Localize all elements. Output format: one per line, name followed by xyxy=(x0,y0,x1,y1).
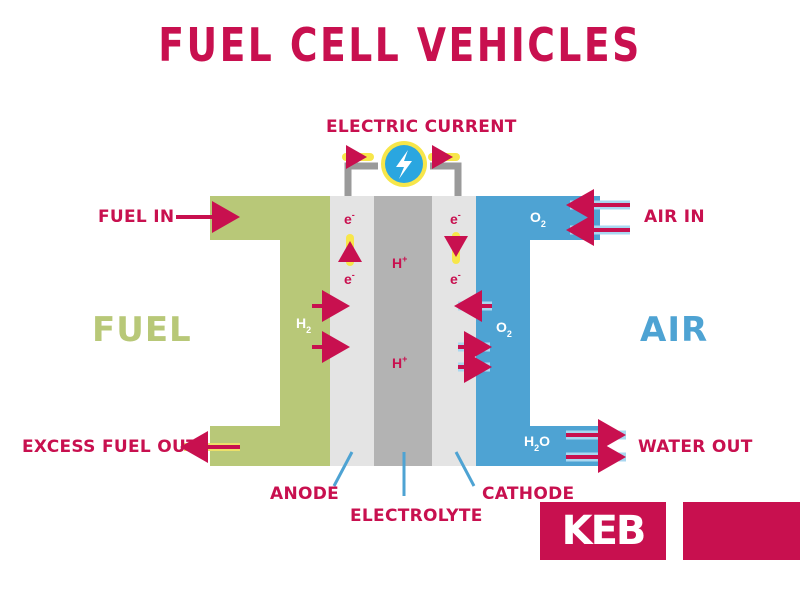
water-out-label: WATER OUT xyxy=(638,437,753,457)
electron-label-anode-bottom: e- xyxy=(344,270,355,287)
electron-label-cathode-top: e- xyxy=(450,210,461,227)
electrolyte-layer xyxy=(374,196,432,466)
excess-fuel-out-label: EXCESS FUEL OUT xyxy=(22,437,198,457)
cathode-label: CATHODE xyxy=(482,484,575,504)
fuel-in-label: FUEL IN xyxy=(98,207,175,227)
fuel-channel xyxy=(210,196,330,466)
air-in-label: AIR IN xyxy=(644,207,705,227)
air-channel xyxy=(476,196,600,466)
keb-logo: KEB xyxy=(540,502,666,560)
lightning-bolt-icon xyxy=(381,141,427,187)
electric-current-label: ELECTRIC CURRENT xyxy=(326,117,517,137)
electron-label-cathode-bottom: e- xyxy=(450,270,461,287)
cathode-leader xyxy=(454,451,476,487)
air-label: AIR xyxy=(640,310,709,350)
anode-label: ANODE xyxy=(270,484,340,504)
electrolyte-label: ELECTROLYTE xyxy=(350,506,483,526)
electron-label-anode-top: e- xyxy=(344,210,355,227)
fuel-label: FUEL xyxy=(92,310,192,350)
keb-logo-text: KEB xyxy=(561,508,647,554)
h2o-label: H2O xyxy=(524,433,550,453)
anode-leader xyxy=(332,451,354,487)
page-title: FUEL CELL VEHICLES xyxy=(158,18,642,72)
logo-bar xyxy=(683,502,800,560)
